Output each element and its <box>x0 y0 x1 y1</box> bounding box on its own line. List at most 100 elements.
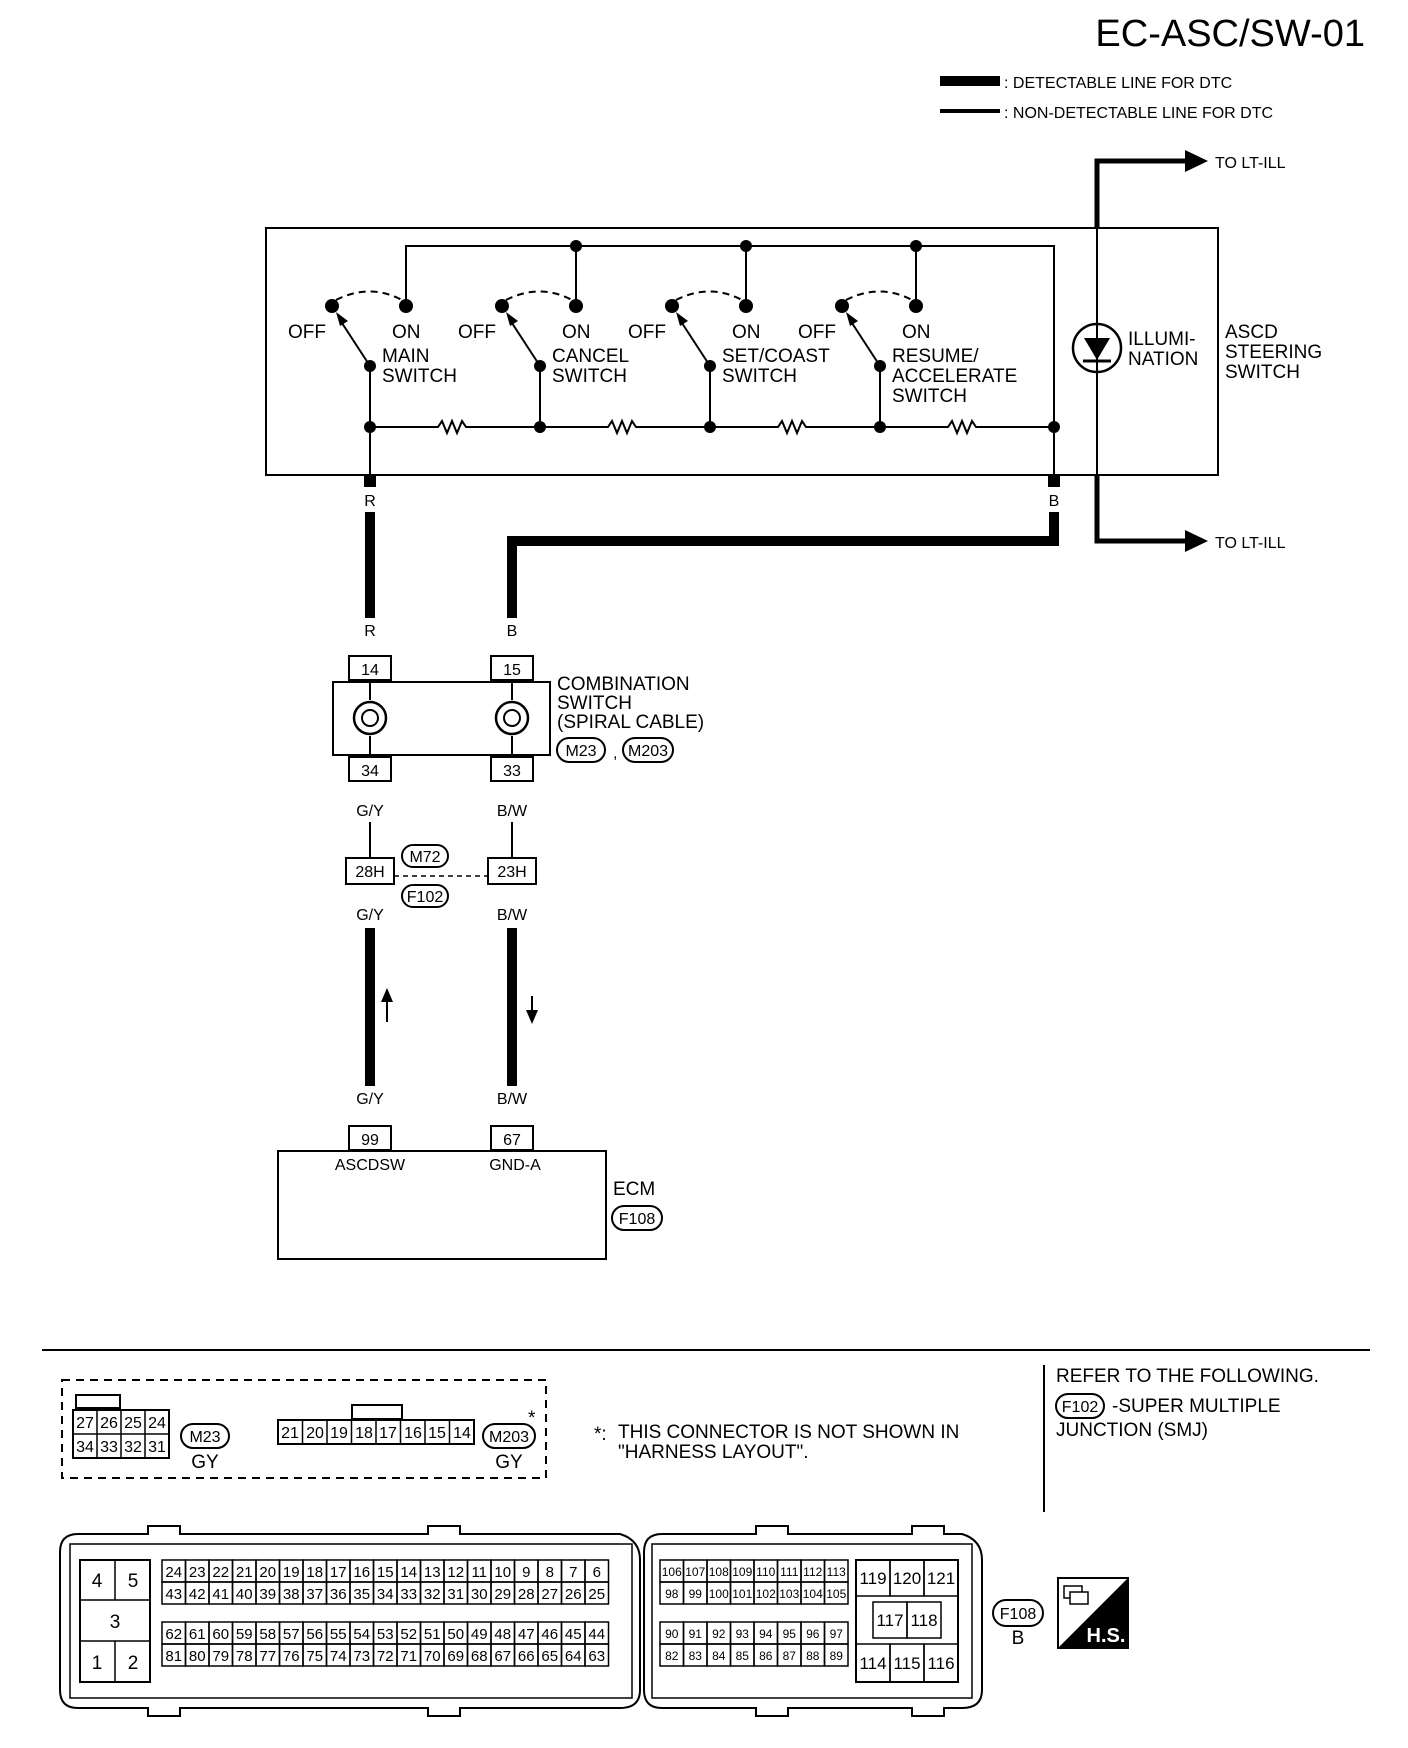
ecm-pin: 2 <box>128 1653 139 1674</box>
steering-switch-name-2: STEERING <box>1225 342 1322 363</box>
conn-m72: M72 <box>409 849 440 866</box>
wire-label-bw-2: B/W <box>497 907 528 924</box>
ecm: 99 67 ASCDSW GND-A ECM F108 <box>277 1125 663 1260</box>
note-line-1: THIS CONNECTOR IS NOT SHOWN IN <box>618 1422 959 1443</box>
refer-text-1: -SUPER MULTIPLE <box>1112 1396 1281 1417</box>
conn-separator: , <box>613 745 617 762</box>
ecm-pin: 15 <box>377 1564 394 1581</box>
ecm-pin: 31 <box>447 1586 464 1603</box>
pin-14: 14 <box>361 662 379 679</box>
ecm-pin: 112 <box>803 1565 822 1579</box>
m23-pin: 24 <box>148 1415 166 1432</box>
spiral-cable-icon <box>352 700 388 736</box>
arrow-right-icon <box>1185 530 1208 552</box>
ecm-pin: 102 <box>756 1587 776 1601</box>
m203-pin: 21 <box>281 1425 299 1442</box>
ecm-pin: 20 <box>259 1564 276 1581</box>
conn-f108: F108 <box>619 1211 656 1228</box>
ecm-pin: 34 <box>377 1586 394 1603</box>
legend-detectable: : DETECTABLE LINE FOR DTC <box>1004 75 1232 92</box>
m203-pin: 14 <box>453 1425 471 1442</box>
resume-switch-label-2: ACCELERATE <box>892 366 1017 387</box>
ecm-pin: 3 <box>110 1612 121 1633</box>
hs-label: H.S. <box>1087 1625 1126 1647</box>
legend-thin-line <box>940 109 1000 113</box>
ecm-pin: 58 <box>259 1626 276 1643</box>
ecm-pin: 76 <box>283 1648 300 1665</box>
illumination-lamp-icon <box>1071 322 1123 374</box>
ecm-pin: 19 <box>283 1564 300 1581</box>
ecm-pin: 78 <box>236 1648 253 1665</box>
ecm-pin: 84 <box>712 1649 726 1663</box>
ecm-pin: 4 <box>92 1571 103 1592</box>
ecm-pin: 13 <box>424 1564 441 1581</box>
on-label: ON <box>392 322 421 343</box>
ecm-pin: 86 <box>759 1649 773 1663</box>
spiral-cable-icon <box>494 700 530 736</box>
ecm-pin: 114 <box>859 1654 886 1673</box>
ecm-pin: 22 <box>212 1564 229 1581</box>
hs-icon: H.S. <box>1057 1577 1129 1649</box>
m23-color: GY <box>191 1452 219 1473</box>
combination-switch-label-1: COMBINATION <box>557 674 690 695</box>
connector-detail-box: 27 26 25 24 34 33 32 31 M23 GY 21 20 19 … <box>61 1379 547 1479</box>
ecm-pin: 71 <box>400 1648 417 1665</box>
ecm-pin: 96 <box>806 1627 820 1641</box>
pin-67: 67 <box>503 1132 521 1149</box>
ecm-term-ascdsw: ASCDSW <box>335 1157 406 1174</box>
connector-cell <box>923 1643 959 1683</box>
ecm-pin: 110 <box>756 1565 775 1579</box>
ecm-pin: 17 <box>330 1564 347 1581</box>
off-label: OFF <box>458 322 496 343</box>
ecm-pin: 99 <box>689 1587 703 1601</box>
set-coast-switch-label-1: SET/COAST <box>722 346 830 367</box>
wire-label-bw-3: B/W <box>497 1091 528 1108</box>
ecm-pin: 18 <box>306 1564 323 1581</box>
ecm-pin: 60 <box>212 1626 229 1643</box>
ecm-pin: 43 <box>165 1586 182 1603</box>
steering-switch-name-3: SWITCH <box>1225 362 1300 383</box>
ecm-pin: 109 <box>732 1565 752 1579</box>
steering-switch-name-1: ASCD <box>1225 322 1278 343</box>
ecm-connector-color: B <box>1012 1628 1025 1649</box>
ecm-pin: 63 <box>588 1648 605 1665</box>
connector-cell <box>823 1643 849 1667</box>
refer-line: REFER TO THE FOLLOWING. <box>1056 1366 1319 1387</box>
on-label: ON <box>732 322 761 343</box>
main-switch: OFF ON MAIN SWITCH <box>288 290 457 475</box>
ecm-pin: 100 <box>709 1587 729 1601</box>
combination-switch-box <box>332 681 551 756</box>
ecm-pin: 111 <box>780 1565 799 1579</box>
combination-switch-label-3: (SPIRAL CABLE) <box>557 712 704 733</box>
ecm-pin: 62 <box>165 1626 182 1643</box>
ecm-pin: 12 <box>447 1564 464 1581</box>
ecm-pin: 37 <box>306 1586 323 1603</box>
ecm-pin: 72 <box>377 1648 394 1665</box>
ecm-pin: 39 <box>259 1586 276 1603</box>
connector-cell <box>923 1559 959 1597</box>
ecm-pin: 104 <box>803 1587 823 1601</box>
ecm-pin: 10 <box>494 1564 511 1581</box>
pin-99: 99 <box>361 1132 379 1149</box>
steering-switch-box <box>265 227 1219 476</box>
ecm-pin: 49 <box>471 1626 488 1643</box>
ecm-pin: 120 <box>893 1569 921 1588</box>
to-lt-ill-label-bottom: TO LT-ILL <box>1215 535 1286 552</box>
ecm-pin: 89 <box>830 1649 844 1663</box>
ecm-pin: 103 <box>779 1587 799 1601</box>
ecm-pin: 88 <box>806 1649 820 1663</box>
ecm-pin: 95 <box>783 1627 797 1641</box>
ecm-pin: 54 <box>353 1626 370 1643</box>
m23-pin: 25 <box>124 1415 142 1432</box>
ecm-pin: 69 <box>447 1648 464 1665</box>
wire-label-gy-3: G/Y <box>356 1091 384 1108</box>
legend-non-detectable: : NON-DETECTABLE LINE FOR DTC <box>1004 105 1273 122</box>
conn-m23: M23 <box>565 743 596 760</box>
ecm-pin: 94 <box>759 1627 773 1641</box>
ecm-pin: 75 <box>306 1648 323 1665</box>
m203-id: M203 <box>489 1429 529 1446</box>
ecm-pin: 46 <box>541 1626 558 1643</box>
ecm-pin: 92 <box>712 1627 726 1641</box>
on-label: ON <box>902 322 931 343</box>
